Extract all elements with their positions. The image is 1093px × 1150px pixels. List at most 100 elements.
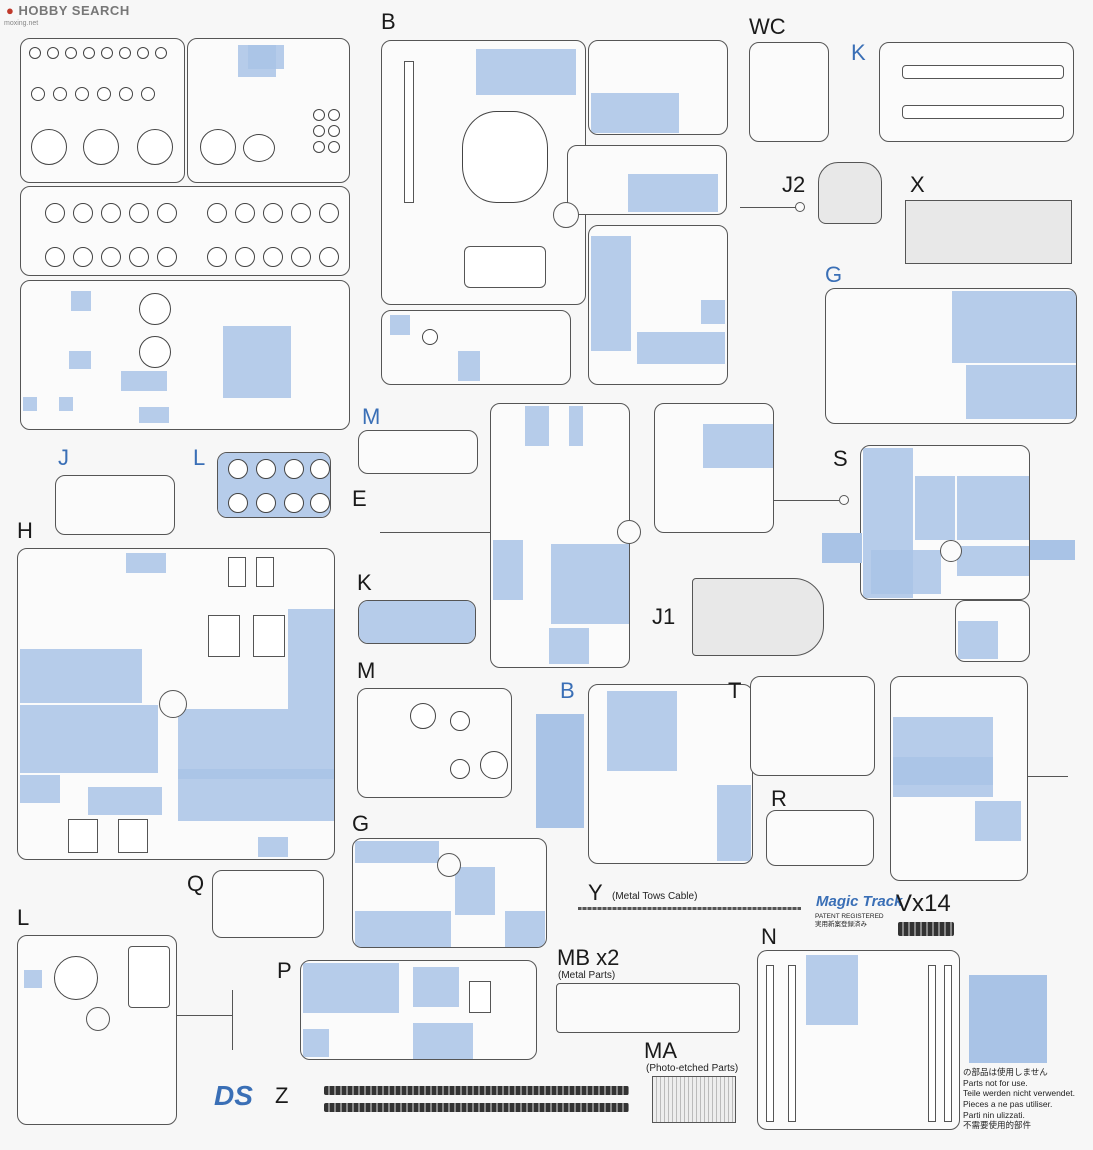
label-e: E [352,486,367,511]
part-roadwheel [129,247,149,267]
label-ma: MA [644,1038,677,1063]
part-b-panel [536,714,584,828]
sprue-m-top [358,430,478,474]
part-wheel [119,47,131,59]
part-road-wheel-large [54,956,98,1000]
part-x-hull [905,200,1072,264]
label-m-top: M [362,404,381,429]
legend-line: の部品は使用しません [963,1067,1048,1077]
label-y: Y [588,880,603,905]
part-antenna [766,965,774,1122]
part-j1-turret [692,578,824,656]
sprue-center-left [490,403,630,668]
part-roadwheel [73,203,93,223]
part-wheel [228,493,248,513]
label-b-top: B [381,9,396,34]
part-roadwheel [235,203,255,223]
caption-ma: (Photo-etched Parts) [646,1063,739,1074]
label-k-top: K [851,40,866,65]
part-plate [464,246,546,288]
magictrack-patent: PATENT REGISTERED 実用新案登録済み [815,913,884,929]
label-s: S [833,446,848,471]
part-s-side [822,533,862,563]
part-roadwheel [207,247,227,267]
part-roadwheel [291,247,311,267]
part-bolt [422,329,438,345]
ds-logo: DS [214,1080,253,1111]
caption-mb: (Metal Parts) [558,970,616,981]
part-bolt [313,141,325,153]
part-roadwheel [73,247,93,267]
sprue-p [300,960,537,1060]
part-j2-turret [818,162,882,224]
sprue-j [55,475,175,535]
label-m-mid: M [357,658,376,683]
part-wheel [75,87,89,101]
part-hatch [410,703,436,729]
sprue-b-top [381,40,586,305]
part-bolt [313,109,325,121]
legend-line: Teile werden nicht verwendet. [963,1088,1075,1099]
part-antenna [944,965,952,1122]
label-wc: WC [749,14,786,39]
part-antenna [928,965,936,1122]
part-wheel [310,459,330,479]
part-wheel [53,87,67,101]
label-j2: J2 [782,172,806,197]
part-roadwheel [45,247,65,267]
part-roadwheel [263,203,283,223]
part-wheel [119,87,133,101]
part-wheel [47,47,59,59]
part-idler [139,293,171,325]
part-panel [68,819,98,853]
part-wheel [155,47,167,59]
part-panel [228,557,246,587]
part-grille [253,615,285,657]
legend-line: 不需要使用的部件 [963,1120,1032,1131]
magictrack-patent-en: PATENT REGISTERED [815,913,884,920]
part-barrel [404,61,414,203]
part-roadwheel [101,247,121,267]
label-l-bottom: L [17,905,30,930]
part-track-run [324,1086,629,1095]
label-x: X [910,172,925,197]
part-sprocket [31,129,67,165]
sprue-g-top [825,288,1077,424]
part-roadwheel [319,247,339,267]
legend-line: Parti nin ulizzati. [963,1109,1025,1120]
sprue-gate-hub [86,1007,110,1031]
part-wheel [284,459,304,479]
legend-text: の部品は使用しません Parts not for use. Teile werd… [963,1067,1088,1131]
part-e [348,518,380,546]
part-wheel [256,459,276,479]
part-roadwheel [207,203,227,223]
sprue-k-top [879,42,1074,142]
label-k-mid: K [357,570,372,595]
part-s-side [1030,540,1075,560]
part-panel [118,819,148,853]
legend-line: Parts not for use. [963,1077,1028,1088]
part-idler [139,336,171,368]
watermark-mark: ● [6,3,15,18]
sprue-gate-end [795,202,805,212]
part-antenna [788,965,796,1122]
part-wheel [228,459,248,479]
label-mbx2: MB x2 [557,945,620,970]
sprue-gate-hub [940,540,962,562]
part-wheel [31,87,45,101]
sprue-a-lower [20,280,350,430]
part-idler [200,129,236,165]
sprue-gate-end [839,495,849,505]
part-roadwheel [157,203,177,223]
part-roadwheel [157,247,177,267]
label-j1: J1 [652,604,676,629]
sprue-gate-hub [437,853,461,877]
part-tow-cable [578,907,801,910]
part-bolt [328,109,340,121]
label-g-top: G [825,262,843,287]
label-g-mid: G [352,811,370,836]
sprue-q [212,870,324,938]
watermark: ● HOBBY SEARCH [6,3,130,18]
sprue-gate-hub [553,202,579,228]
label-z: Z [275,1083,289,1108]
